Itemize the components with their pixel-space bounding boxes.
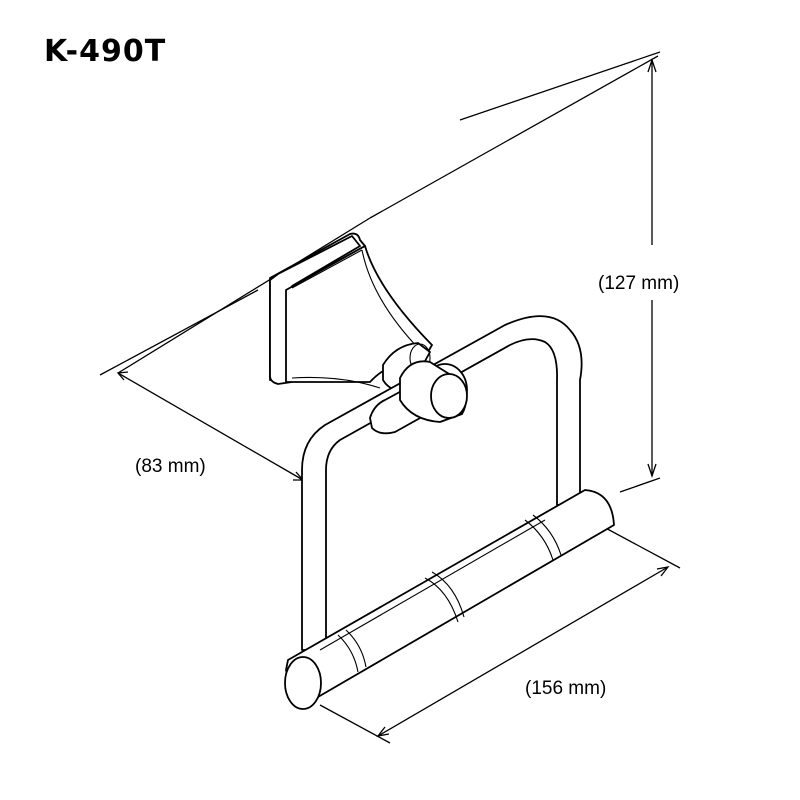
- depth-dimension-label: (83 mm): [135, 456, 206, 477]
- width-dimension-label: (156 mm): [525, 678, 607, 699]
- height-dimension-label: (127 mm): [598, 273, 680, 294]
- wall-mount-escutcheon: [269, 232, 433, 389]
- upper-crossbar: [369, 360, 468, 435]
- toilet-paper-roller: [284, 489, 615, 710]
- model-number-title: K-490T: [44, 34, 167, 69]
- dimension-lines: [99, 51, 681, 744]
